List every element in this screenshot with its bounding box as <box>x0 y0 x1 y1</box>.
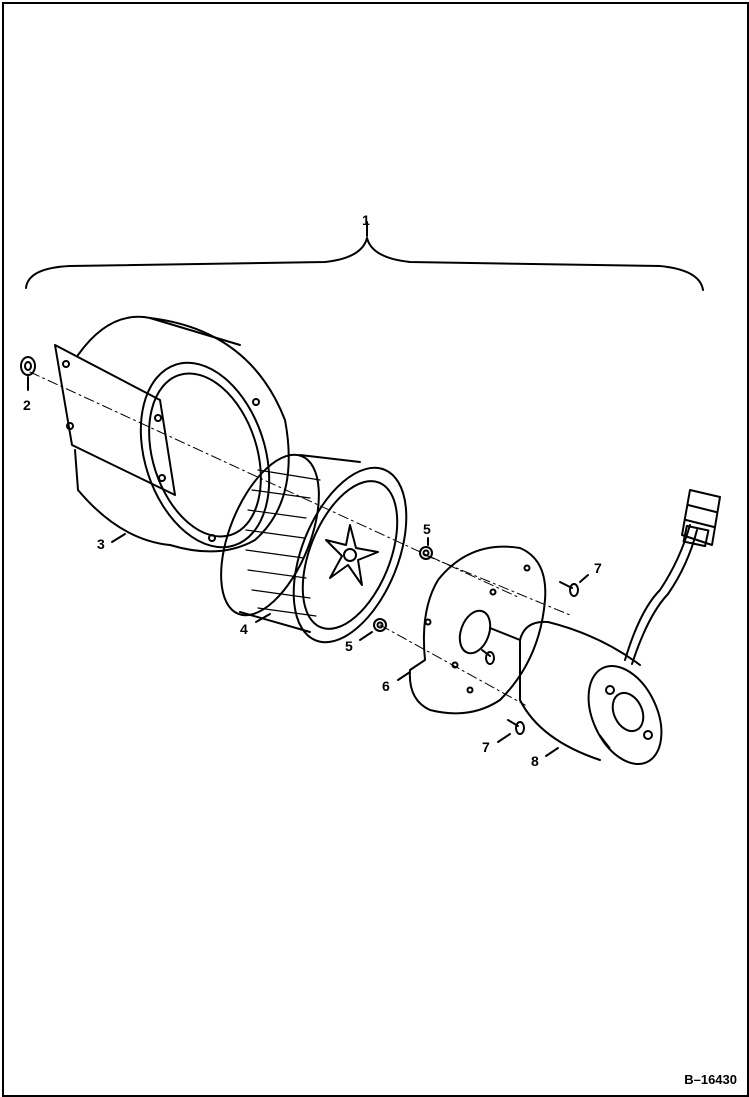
callout-3: 3 <box>97 536 105 552</box>
callout-7-lower: 7 <box>482 739 490 755</box>
leader-7a <box>579 574 589 583</box>
leader-6 <box>397 671 411 681</box>
figure-id: B–16430 <box>684 1072 737 1087</box>
screw-icon <box>481 649 495 665</box>
nut-icon <box>419 546 433 560</box>
screw-icon <box>559 581 579 597</box>
mounting-plate-icon <box>408 545 547 715</box>
leader-3 <box>111 533 126 543</box>
callout-1: 1 <box>362 212 370 228</box>
blower-motor-icon <box>489 489 721 766</box>
assembly-brace <box>25 237 704 291</box>
leader-4 <box>255 613 271 623</box>
callout-2: 2 <box>23 397 31 413</box>
fastener-centerline-upper <box>424 554 571 616</box>
leader-5b <box>359 631 373 641</box>
callout-6: 6 <box>382 678 390 694</box>
callout-5-lower: 5 <box>345 638 353 654</box>
callout-5-upper: 5 <box>423 521 431 537</box>
callout-7-upper: 7 <box>594 560 602 576</box>
nut-icon <box>373 618 387 632</box>
nut-icon <box>20 356 36 376</box>
callout-4: 4 <box>240 621 248 637</box>
leader-7b <box>497 733 511 743</box>
blower-housing-icon <box>54 315 290 553</box>
blower-wheel-icon <box>220 453 408 644</box>
screw-icon <box>507 719 525 735</box>
leader-8 <box>545 747 559 757</box>
callout-8: 8 <box>531 753 539 769</box>
